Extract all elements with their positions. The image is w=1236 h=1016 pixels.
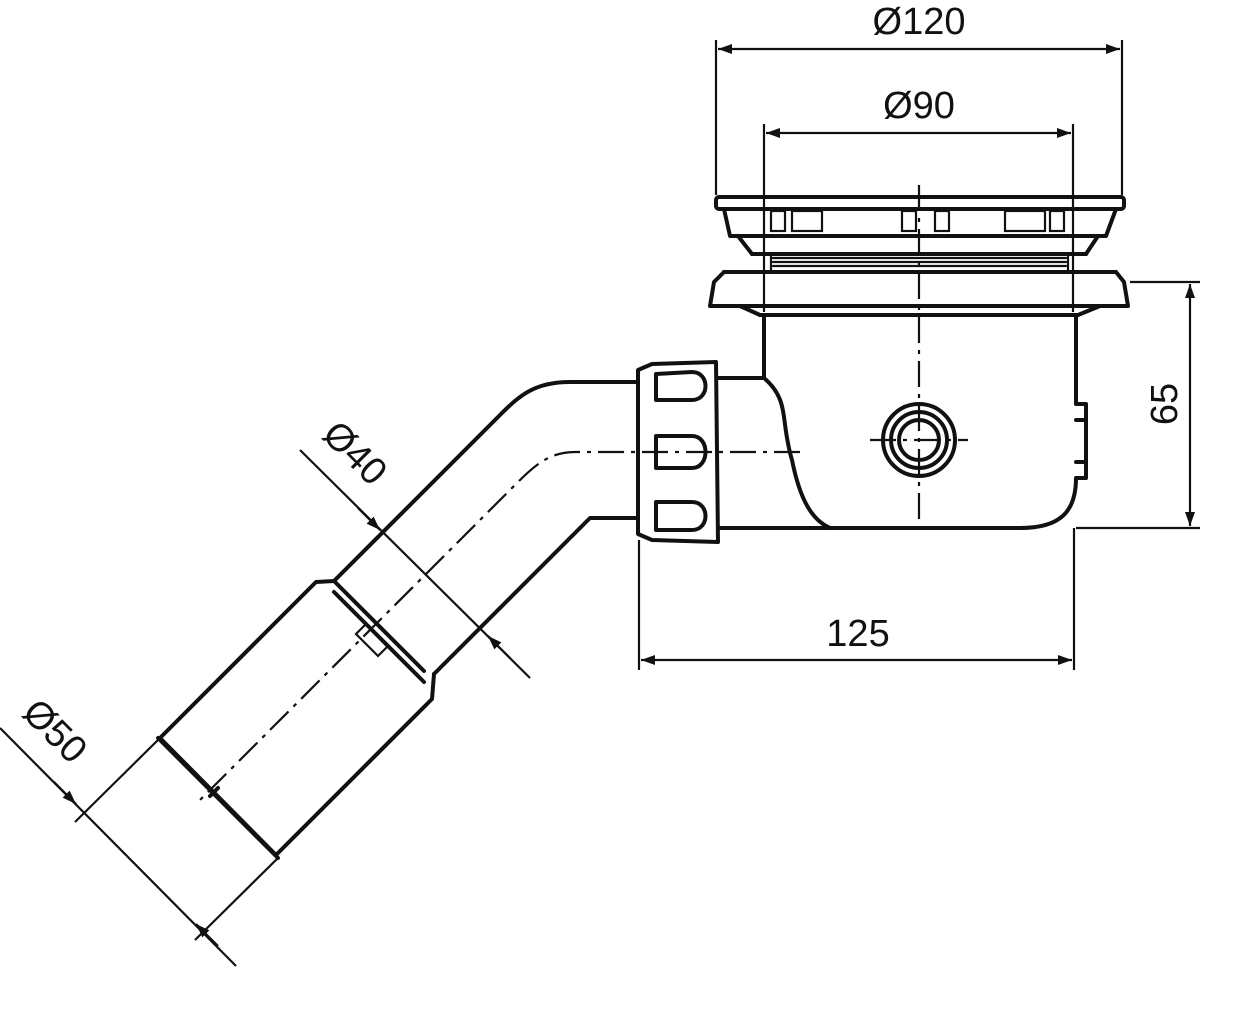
dimension-top-inner-diameter: Ø90: [762, 85, 1075, 312]
label-body-height: 65: [1144, 383, 1186, 425]
dimension-pipe-diameter: Ø40: [299, 413, 531, 679]
label-top-outer-diameter: Ø120: [873, 1, 966, 43]
centre-lines: [197, 185, 968, 803]
label-pipe-diameter: Ø40: [314, 413, 394, 493]
label-outlet-diameter: Ø50: [14, 691, 94, 771]
elbow-pipe: [332, 380, 640, 676]
trap-body: [716, 313, 1088, 530]
dimension-outlet-offset: 125: [637, 528, 1076, 670]
union-nut: [636, 360, 720, 544]
label-top-inner-diameter: Ø90: [883, 85, 955, 127]
outlet-reducer: [156, 579, 436, 860]
label-outlet-offset: 125: [826, 613, 889, 655]
dimension-top-outer-diameter: Ø120: [714, 1, 1124, 195]
dimension-body-height: 65: [1076, 280, 1200, 530]
dimension-outlet-diameter: Ø50: [0, 691, 279, 967]
